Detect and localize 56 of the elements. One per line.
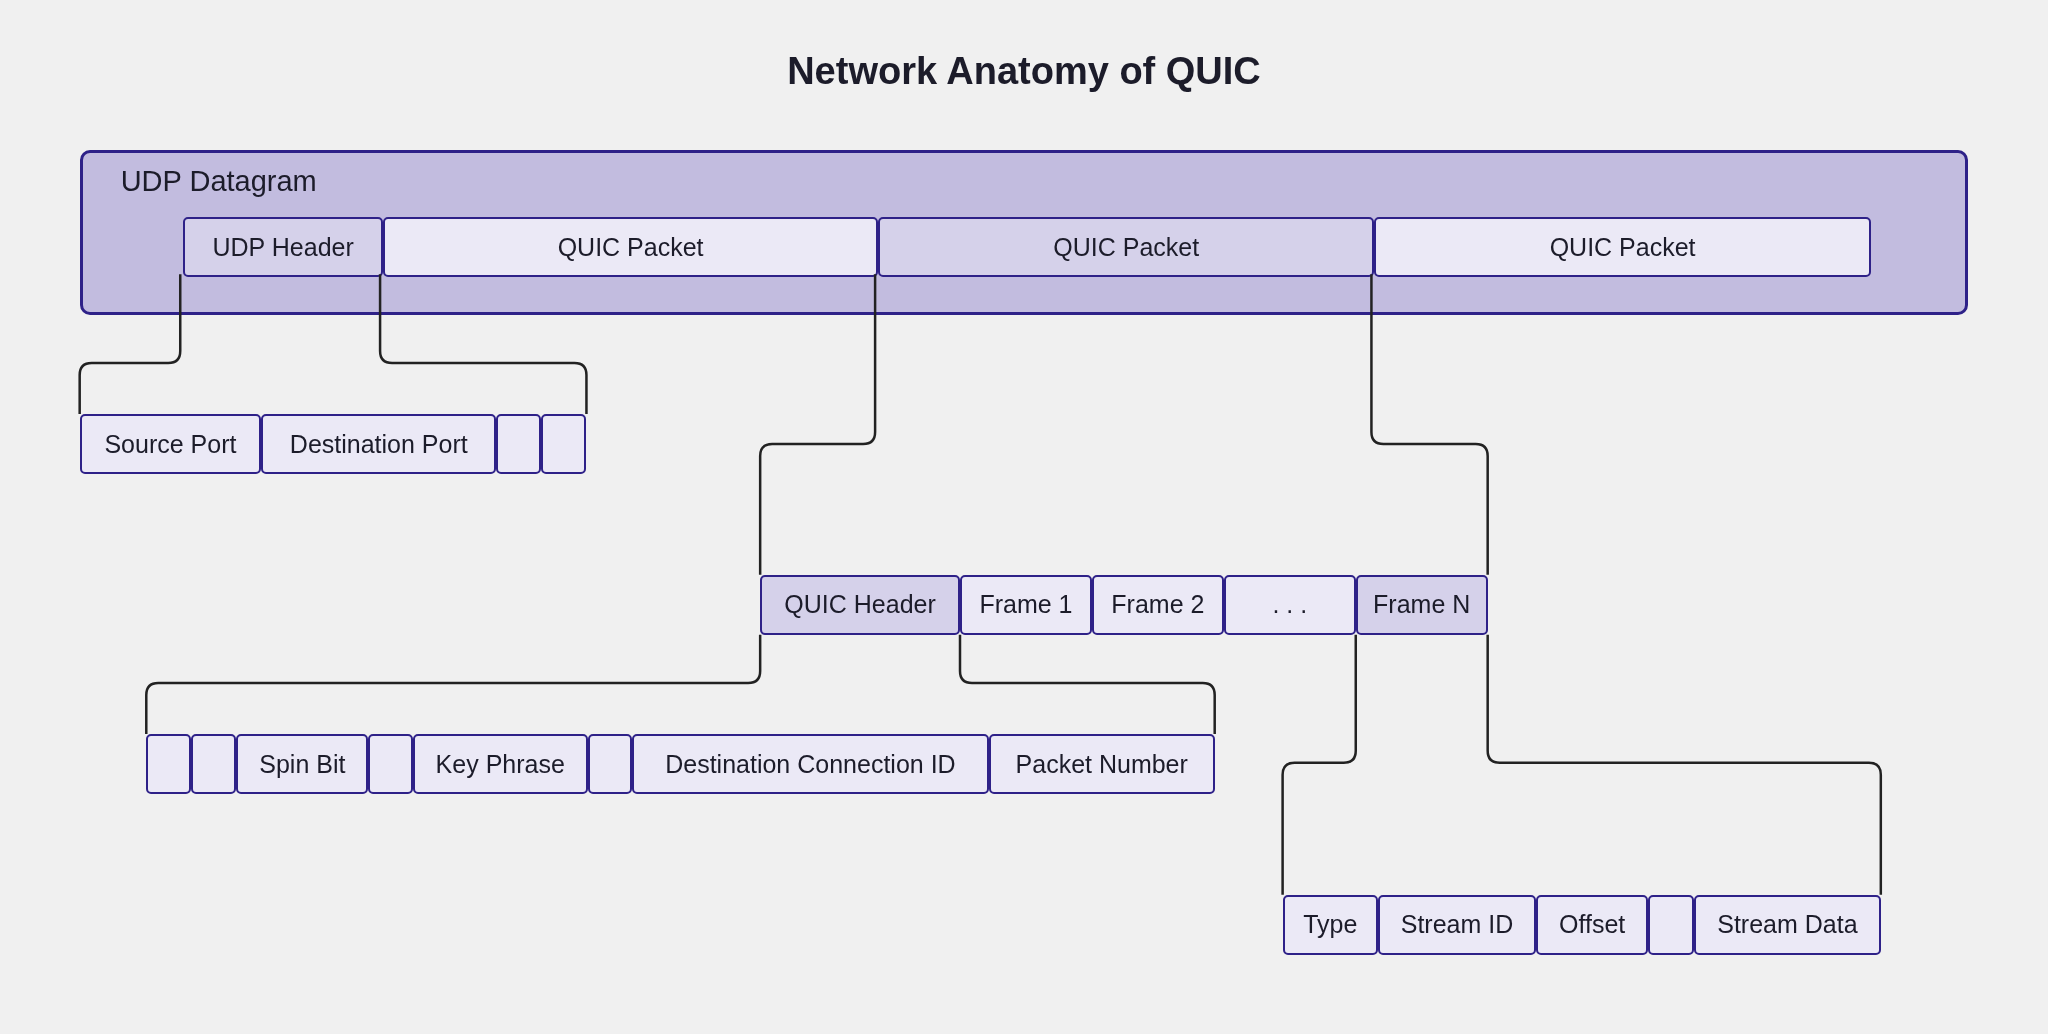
datagram-band [79,150,1969,315]
field-box [960,574,1092,635]
field-box [79,414,262,475]
field-box [1377,894,1536,955]
bracket-connector [145,634,762,735]
field-box [1091,574,1224,635]
field-label: Frame N [1373,590,1471,620]
empty-field-box [190,734,237,795]
field-box [412,734,588,795]
bracket-connector [1486,634,1883,895]
field-label: Frame 2 [1111,590,1205,620]
empty-field-box [1648,894,1694,955]
field-box [632,734,989,795]
field-box [1374,217,1871,278]
field-label: Stream Data [1717,910,1858,940]
empty-field-box [368,734,413,795]
field-label: Spin Bit [259,749,346,779]
bracket-connector [758,274,877,575]
field-label: Packet Number [1015,749,1188,779]
bracket-connector [78,274,182,415]
field-box [1536,894,1649,955]
field-label: QUIC Packet [1053,232,1200,262]
bracket-connector [1281,634,1357,895]
field-box [988,734,1215,795]
field-box [383,217,879,278]
field-label: Frame 1 [979,590,1073,620]
field-label: Stream ID [1400,910,1514,940]
field-box [878,217,1375,278]
diagram-title: Network Anatomy of QUIC [786,50,1262,93]
field-label: . . . [1272,590,1308,620]
field-label: QUIC Header [784,590,936,620]
field-box [1223,574,1356,635]
empty-field-box [587,734,633,795]
section-heading: UDP Datagram [120,165,317,199]
field-label: Destination Port [289,429,468,459]
empty-field-box [496,414,541,475]
field-label: Type [1303,910,1358,940]
field-label: Key Phrase [435,749,565,779]
field-label: Offset [1559,910,1626,940]
field-box [1355,574,1488,635]
field-box [760,574,960,635]
field-box [183,217,384,278]
bracket-connector [958,634,1216,735]
field-label: UDP Header [212,232,354,262]
field-box [1694,894,1881,955]
field-label: QUIC Packet [1549,232,1696,262]
bracket-connector [1370,274,1489,575]
empty-field-box [540,414,587,475]
bracket-connector [378,274,588,415]
empty-field-box [146,734,191,795]
field-box [261,414,497,475]
field-box [236,734,369,795]
field-label: QUIC Packet [557,232,704,262]
field-box [1282,894,1378,955]
field-label: Destination Connection ID [665,749,956,779]
field-label: Source Port [104,429,237,459]
